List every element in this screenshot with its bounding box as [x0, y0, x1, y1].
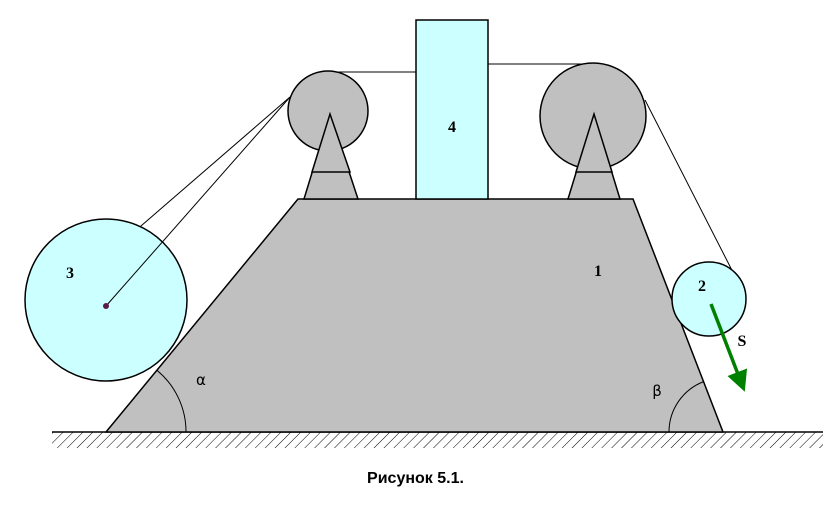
figure-caption: Рисунок 5.1.: [367, 470, 464, 487]
label-body-4: 4: [448, 119, 456, 136]
angle-beta-arc: [668, 381, 704, 433]
body-4-block: [415, 19, 489, 200]
body-1-trapezoid: [104, 198, 725, 433]
thread-left-slope: [133, 96, 291, 233]
angle-alpha-arc: [156, 369, 187, 433]
force-s-arrow: [709, 303, 748, 392]
label-body-2: 2: [698, 278, 706, 295]
label-body-1: 1: [594, 263, 602, 280]
label-alpha: α: [196, 371, 206, 389]
body-3-radius: [105, 96, 291, 307]
label-beta: β: [652, 382, 662, 400]
body-3-roller: [24, 218, 188, 382]
ground-hatching: [52, 432, 823, 448]
label-force-s: S: [738, 333, 747, 350]
body-3-center: [103, 303, 109, 309]
thread-right-slope: [644, 99, 741, 287]
right-support-peak: [574, 111, 614, 173]
label-body-3: 3: [66, 265, 74, 282]
body-2-roller: [671, 261, 747, 337]
left-support-peak: [310, 111, 352, 173]
